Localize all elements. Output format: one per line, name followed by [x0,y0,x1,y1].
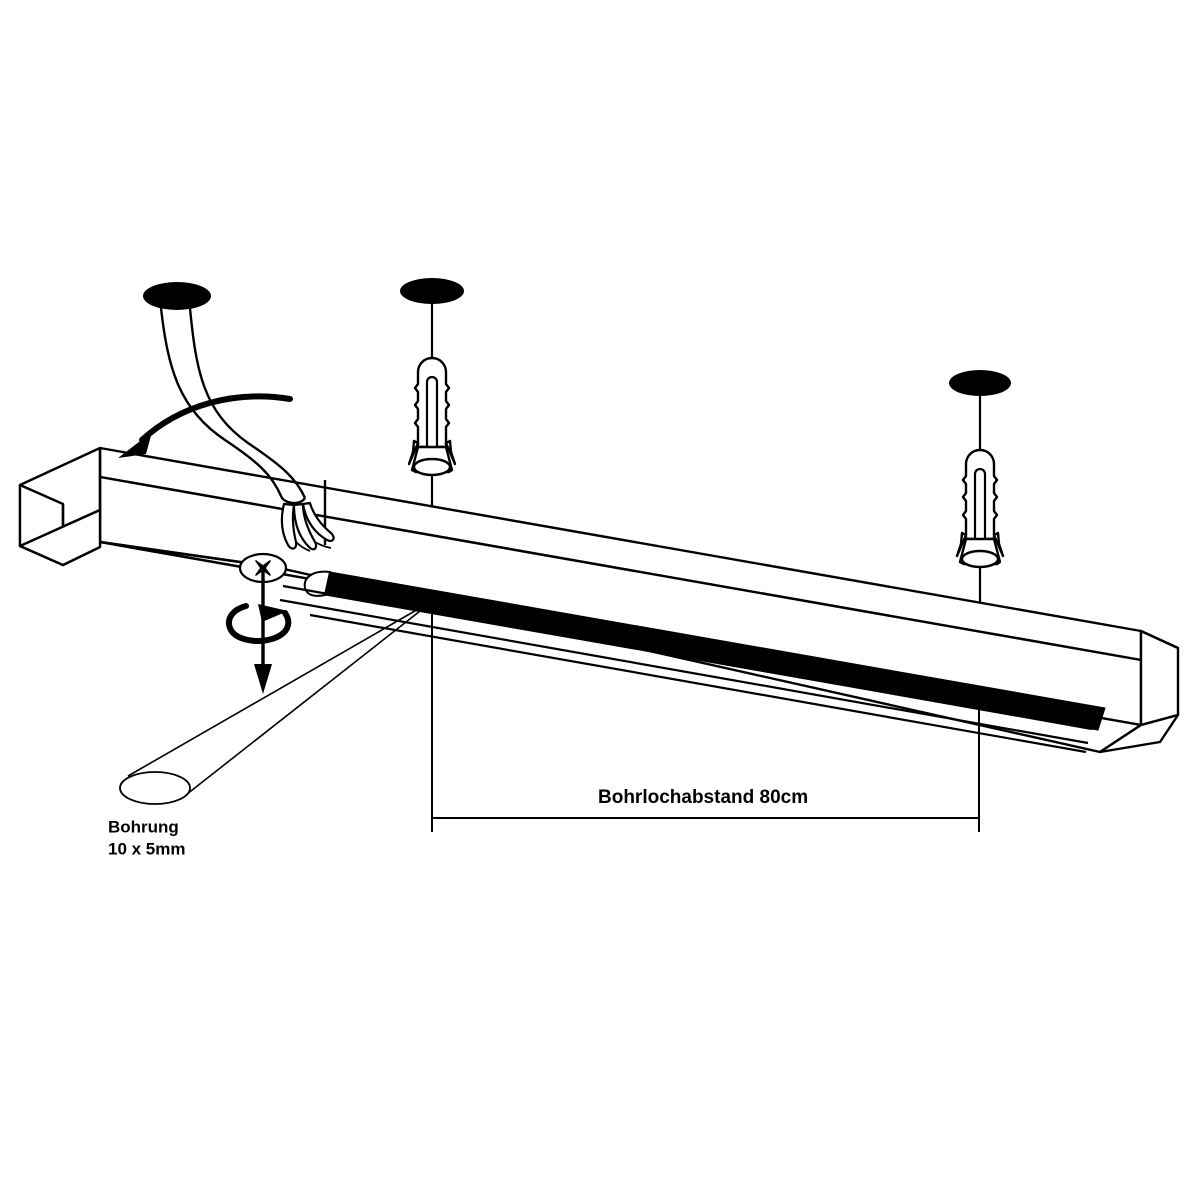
wall-plug-1-slot [425,375,439,462]
rail-line-2 [279,598,1089,745]
cable-edge-right [188,307,307,499]
ceiling-ellipse-icon-hole-1 [400,278,464,304]
drill-callout-leader-top [127,599,435,777]
ceiling-ellipse-icon-hole-2 [949,370,1011,396]
ceiling-ellipse-icon-cable [143,282,211,310]
drill-hole-icon [119,771,191,805]
wall-plug-2-barb-right [992,531,1005,558]
fixture-body [18,446,1180,754]
wall-plug-1-barb-right [444,439,457,466]
cable-strand-2 [292,502,318,551]
curved-arrow-shaft [139,393,293,443]
end-cap-right-underside [1098,713,1180,754]
dimension-label: Bohrlochabstand 80cm [598,787,808,808]
wall-plug-1-tip-ellipse [412,457,452,477]
ceiling-anchor-group [143,278,1011,396]
wall-plug-icon-1 [407,356,457,477]
cable-strand-tip-1 [295,541,311,552]
drill-hole-spec: 10 x 5mm [108,839,186,858]
wall-plug-2-slot [973,467,987,554]
curved-arrow-icon [118,393,293,458]
down-arrow-icon [254,664,272,694]
curved-arrow-head [118,432,152,458]
cable-icon [159,307,335,552]
dimension-line-icon [431,605,980,832]
cable-strand-3 [301,501,335,542]
cable-strand-1 [280,502,298,550]
end-cap-right-top-edge [1140,629,1179,650]
wall-plug-2-barb-left [955,531,968,558]
wall-plug-2-tip-ellipse [960,549,1000,569]
end-cap-left-front [18,508,102,567]
led-channel-left-cap [303,570,332,597]
cable-strand-tip-2 [314,541,332,549]
rotate-arrow-shaft [226,603,292,644]
drill-callout-leader-bottom [181,599,435,799]
wall-plug-1-barb-left [407,439,420,466]
screw-assembly [226,552,292,694]
cable-sheath-collar [279,495,307,505]
rotate-arrow-icon [258,604,288,622]
drill-hole-title: Bohrung [108,817,179,836]
end-cap-left [18,446,102,567]
rail-line-3 [309,613,1087,754]
cable-edge-left [159,307,283,497]
wall-plug-icon-2 [955,448,1005,569]
drill-hole-callout [119,599,435,805]
